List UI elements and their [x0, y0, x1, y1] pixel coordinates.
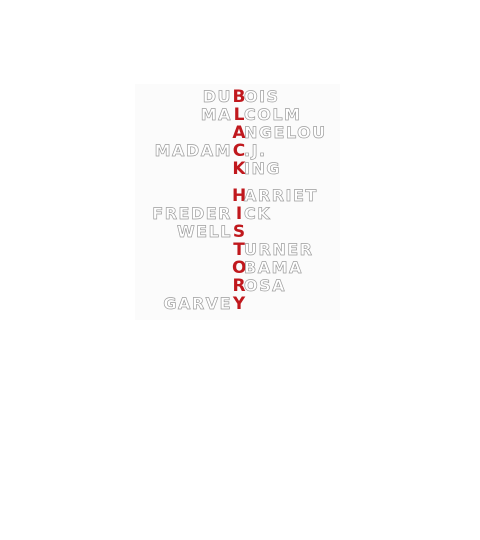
name-prefix: MA — [200, 105, 232, 124]
acrostic-row-king: K ING — [0, 159, 480, 179]
name-suffix: OIS — [244, 87, 280, 106]
acrostic-letter: S — [232, 222, 246, 242]
acrostic-letter: Y — [232, 294, 246, 314]
print-area — [135, 84, 340, 320]
name-suffix: URNER — [244, 240, 314, 259]
name-suffix: OSA — [244, 276, 287, 295]
name-suffix: CK — [244, 204, 272, 223]
acrostic-row-rosa: R OSA — [0, 276, 480, 296]
acrostic-row-madam-cj: MADAM C .J. — [0, 141, 480, 161]
acrostic-row-garvey: GARVE Y — [0, 294, 480, 314]
name-suffix: COLM — [244, 105, 302, 124]
acrostic-letter: K — [232, 159, 246, 179]
acrostic-row-malcolm: MA L COLM — [0, 105, 480, 125]
acrostic-letter: I — [235, 204, 243, 224]
acrostic-letter: T — [233, 240, 245, 260]
name-prefix: WELL — [177, 222, 232, 241]
acrostic-row-dubois: DU B OIS — [0, 87, 480, 107]
name-prefix: FREDER — [152, 204, 232, 223]
acrostic-letter: A — [232, 123, 246, 143]
acrostic-row-wells: WELL S — [0, 222, 480, 242]
acrostic-letter: H — [232, 186, 247, 206]
name-suffix: BAMA — [244, 258, 303, 277]
acrostic-row-harriet: H ARRIET — [0, 186, 480, 206]
acrostic-letter: R — [232, 276, 246, 296]
name-suffix: ARRIET — [244, 186, 318, 205]
name-suffix: .J. — [244, 141, 267, 160]
acrostic-row-frederick: FREDER I CK — [0, 204, 480, 224]
acrostic-letter: C — [232, 141, 246, 161]
name-suffix: ING — [244, 159, 281, 178]
acrostic-letter: B — [232, 87, 246, 107]
acrostic-row-turner: T URNER — [0, 240, 480, 260]
acrostic-letter: L — [233, 105, 245, 125]
name-prefix: DU — [202, 87, 232, 106]
acrostic-row-obama: O BAMA — [0, 258, 480, 278]
name-prefix: MADAM — [154, 141, 232, 160]
name-suffix: NGELOU — [244, 123, 327, 142]
acrostic-letter: O — [232, 258, 247, 278]
acrostic-row-angelou: A NGELOU — [0, 123, 480, 143]
name-prefix: GARVE — [163, 294, 232, 313]
